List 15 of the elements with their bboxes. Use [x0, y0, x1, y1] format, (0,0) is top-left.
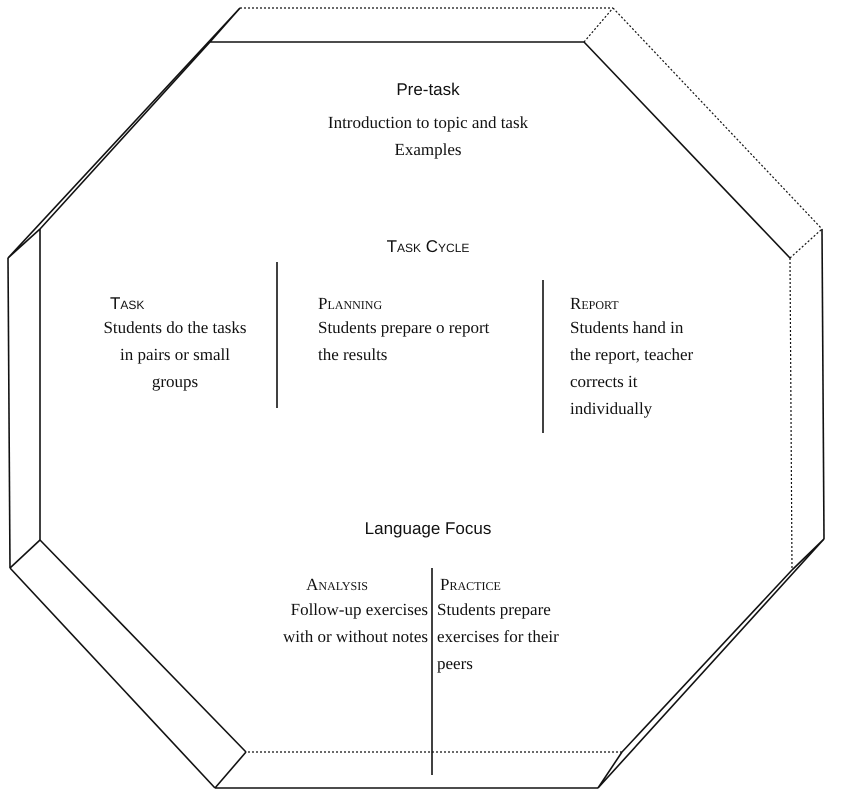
step-heading: Report [570, 293, 620, 315]
step-heading: Planning [318, 293, 384, 315]
step-description: Students prepare exercises for their peers [437, 599, 560, 675]
step-description: Students hand in the report, teacher corrects it individually [570, 317, 694, 420]
step-description: Follow-up exercises with or without notes [282, 599, 428, 648]
step-description: Students do the tasks in pairs or small groups [102, 317, 248, 393]
stage-description: Examples [393, 139, 463, 161]
section-heading: Task Cycle [386, 236, 470, 258]
step-description: Students prepare o report the results [318, 317, 490, 366]
stage-heading: Pre-task [395, 79, 461, 101]
step-heading: Practice [440, 574, 502, 596]
stage-description: Introduction to topic and task [326, 112, 530, 134]
section-heading: Language Focus [364, 518, 492, 540]
step-heading: Task [110, 293, 146, 315]
step-heading: Analysis [305, 574, 369, 596]
